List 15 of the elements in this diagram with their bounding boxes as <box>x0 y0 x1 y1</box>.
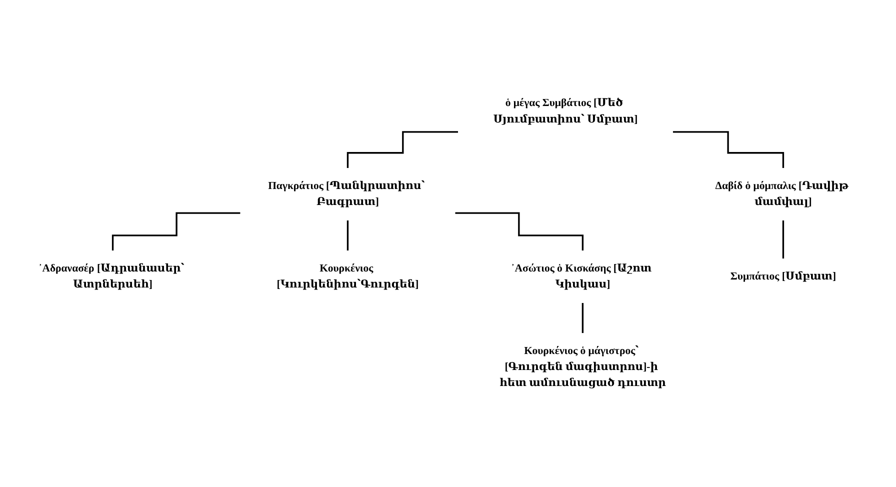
node-text: Κουρκένιος ὁ μάγιστρος՝ [Գուրգեն մագիստրոս]-ի հետ ամուսնացած դուստր <box>499 345 666 389</box>
connector <box>582 302 584 334</box>
node-text: Παγκράτιος [Պանկրատիոս՝ Բագրատ] <box>268 180 425 208</box>
node-text: ᾿Ασώτιος ὁ Κισκάσης [Աշոտ Կիսկաս] <box>511 262 652 290</box>
connector <box>672 131 784 169</box>
connector <box>112 212 240 252</box>
node-text: Κουρκένιος [Կուրկենիոս՝Գուրգեն] <box>276 262 419 290</box>
connector <box>346 131 458 169</box>
node-text: Συμπάτιος [Սմբատ] <box>730 270 836 282</box>
connector <box>455 212 584 252</box>
node-text: ὁ μέγας Συμβάτιος [Մեծ Սյումբատիոս՝ Սմբատ] <box>493 97 638 126</box>
connector <box>782 220 784 260</box>
node-text: ᾿Αδρανασέρ [Ադրանասեր՝ Ատրներսեհ] <box>38 262 184 290</box>
connector <box>346 220 349 252</box>
node-text: Δαβίδ ὁ μόμπαλις [Դավիթ մամփալ] <box>715 180 849 208</box>
